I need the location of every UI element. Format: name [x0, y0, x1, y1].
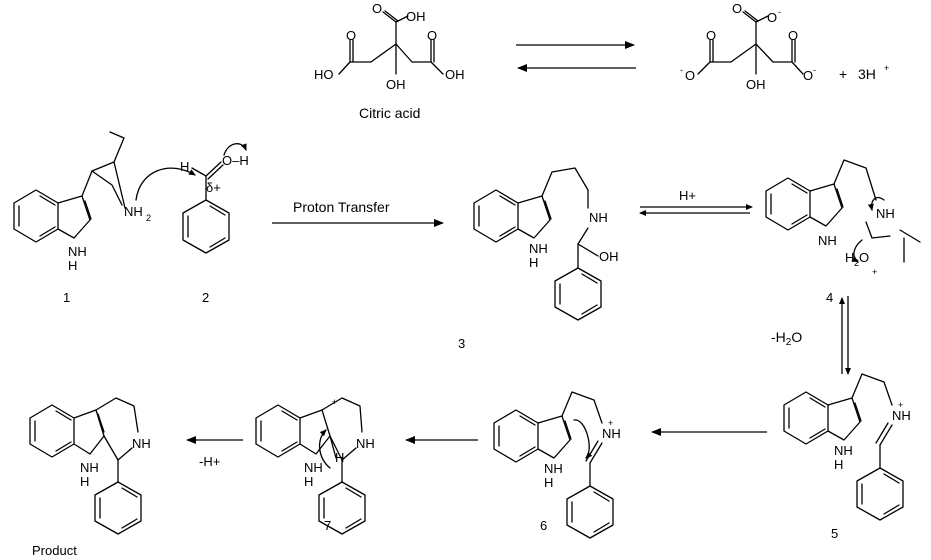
atom-nh: NH: [304, 460, 323, 475]
compound-7-label: 7: [324, 518, 331, 533]
atom-nh: NH: [876, 206, 895, 221]
compound-2-molecule: H O–H δ+: [180, 153, 249, 254]
citric-acid-label: Citric acid: [359, 105, 420, 121]
curved-arrow-n: [867, 196, 885, 211]
atom-o: O: [372, 1, 382, 16]
atom-nh: NH: [602, 426, 621, 441]
plus-sign: +: [839, 66, 847, 82]
curved-cyclization-arrow: [573, 419, 593, 459]
compound-3-molecule: NH OH NH H: [473, 167, 619, 321]
atom-h: H: [544, 475, 553, 490]
atom-o: O: [427, 28, 437, 43]
atom-nh: NH: [834, 443, 853, 458]
atom-o-h: O–H: [222, 153, 249, 168]
charge-plus: +: [872, 267, 877, 277]
product-label: Product: [32, 543, 77, 558]
subscript-2: 2: [146, 213, 151, 223]
charge-plus: +: [898, 400, 903, 410]
atom-o: O: [788, 28, 798, 43]
compound-7-molecule: NH + NH H H: [255, 397, 375, 535]
charge-minus: -: [813, 65, 816, 75]
protons-label: 3H: [858, 66, 876, 82]
citrate-anion-molecule: O O - O O - O O - OH: [680, 1, 816, 92]
atom-h2o-h: H: [845, 250, 854, 265]
atom-h: H: [180, 159, 189, 174]
atom-h: H: [834, 457, 843, 472]
compound-1-molecule: NH H NH 2: [13, 131, 151, 273]
compound-5-label: 5: [831, 526, 838, 541]
compound-2-label: 2: [202, 290, 209, 305]
atom-o: O: [732, 1, 742, 16]
compound-4-label: 4: [826, 290, 833, 305]
atom-nh: NH: [544, 461, 563, 476]
charge-plus: +: [332, 397, 337, 407]
compound-4-molecule: NH NH H 2 O +: [765, 159, 921, 277]
atom-oh: OH: [599, 249, 619, 264]
minus-h2o-label: -H2O: [771, 329, 802, 348]
compound-3-label: 3: [458, 336, 465, 351]
protons-charge: +: [884, 63, 889, 73]
charge-minus: -: [778, 7, 781, 17]
citric-acid-molecule: O OH O O HO OH OH: [314, 1, 465, 92]
atom-o-minus: O: [685, 68, 695, 83]
atom-nh: NH: [589, 210, 608, 225]
curved-proton-arrow: [223, 143, 247, 156]
atom-h: H: [335, 450, 344, 465]
atom-o: O: [346, 28, 356, 43]
atom-ho: HO: [314, 67, 334, 82]
charge-plus: +: [608, 418, 613, 428]
product-molecule: NH NH H: [29, 397, 151, 535]
compound-5-molecule: NH + NH H: [783, 373, 911, 521]
delta-plus: δ+: [206, 180, 221, 195]
atom-o: O: [859, 250, 869, 265]
curved-arrow-o: [851, 239, 863, 263]
curved-deprotonation-arrow: [319, 429, 331, 469]
atom-h: H: [529, 255, 538, 270]
atom-oh: OH: [406, 9, 426, 24]
compound-6-molecule: NH + NH H: [493, 391, 621, 539]
subscript-2: 2: [854, 258, 859, 268]
atom-h: H: [304, 474, 313, 489]
atom-nh: NH: [80, 460, 99, 475]
curved-attack-arrow: [135, 167, 196, 201]
atom-oh: OH: [746, 77, 766, 92]
atom-nh: NH: [529, 241, 548, 256]
atom-oh: OH: [445, 67, 465, 82]
atom-nh: NH: [818, 233, 837, 248]
atom-o-minus: O: [767, 10, 777, 25]
atom-nh: NH: [132, 436, 151, 451]
atom-nh2: NH: [124, 204, 143, 219]
proton-transfer-label: Proton Transfer: [293, 199, 390, 215]
atom-nh: NH: [892, 408, 911, 423]
charge-minus: -: [680, 65, 683, 75]
minus-h-plus-label: -H+: [199, 454, 220, 469]
atom-n: NH: [68, 244, 87, 259]
atom-o-minus: O: [803, 68, 813, 83]
compound-6-label: 6: [540, 518, 547, 533]
h-plus-label: H+: [679, 188, 696, 203]
atom-nh: NH: [356, 436, 375, 451]
atom-h: H: [80, 474, 89, 489]
atom-o: O: [706, 28, 716, 43]
compound-1-label: 1: [63, 290, 70, 305]
atom-oh: OH: [386, 77, 406, 92]
atom-h: H: [68, 258, 77, 273]
